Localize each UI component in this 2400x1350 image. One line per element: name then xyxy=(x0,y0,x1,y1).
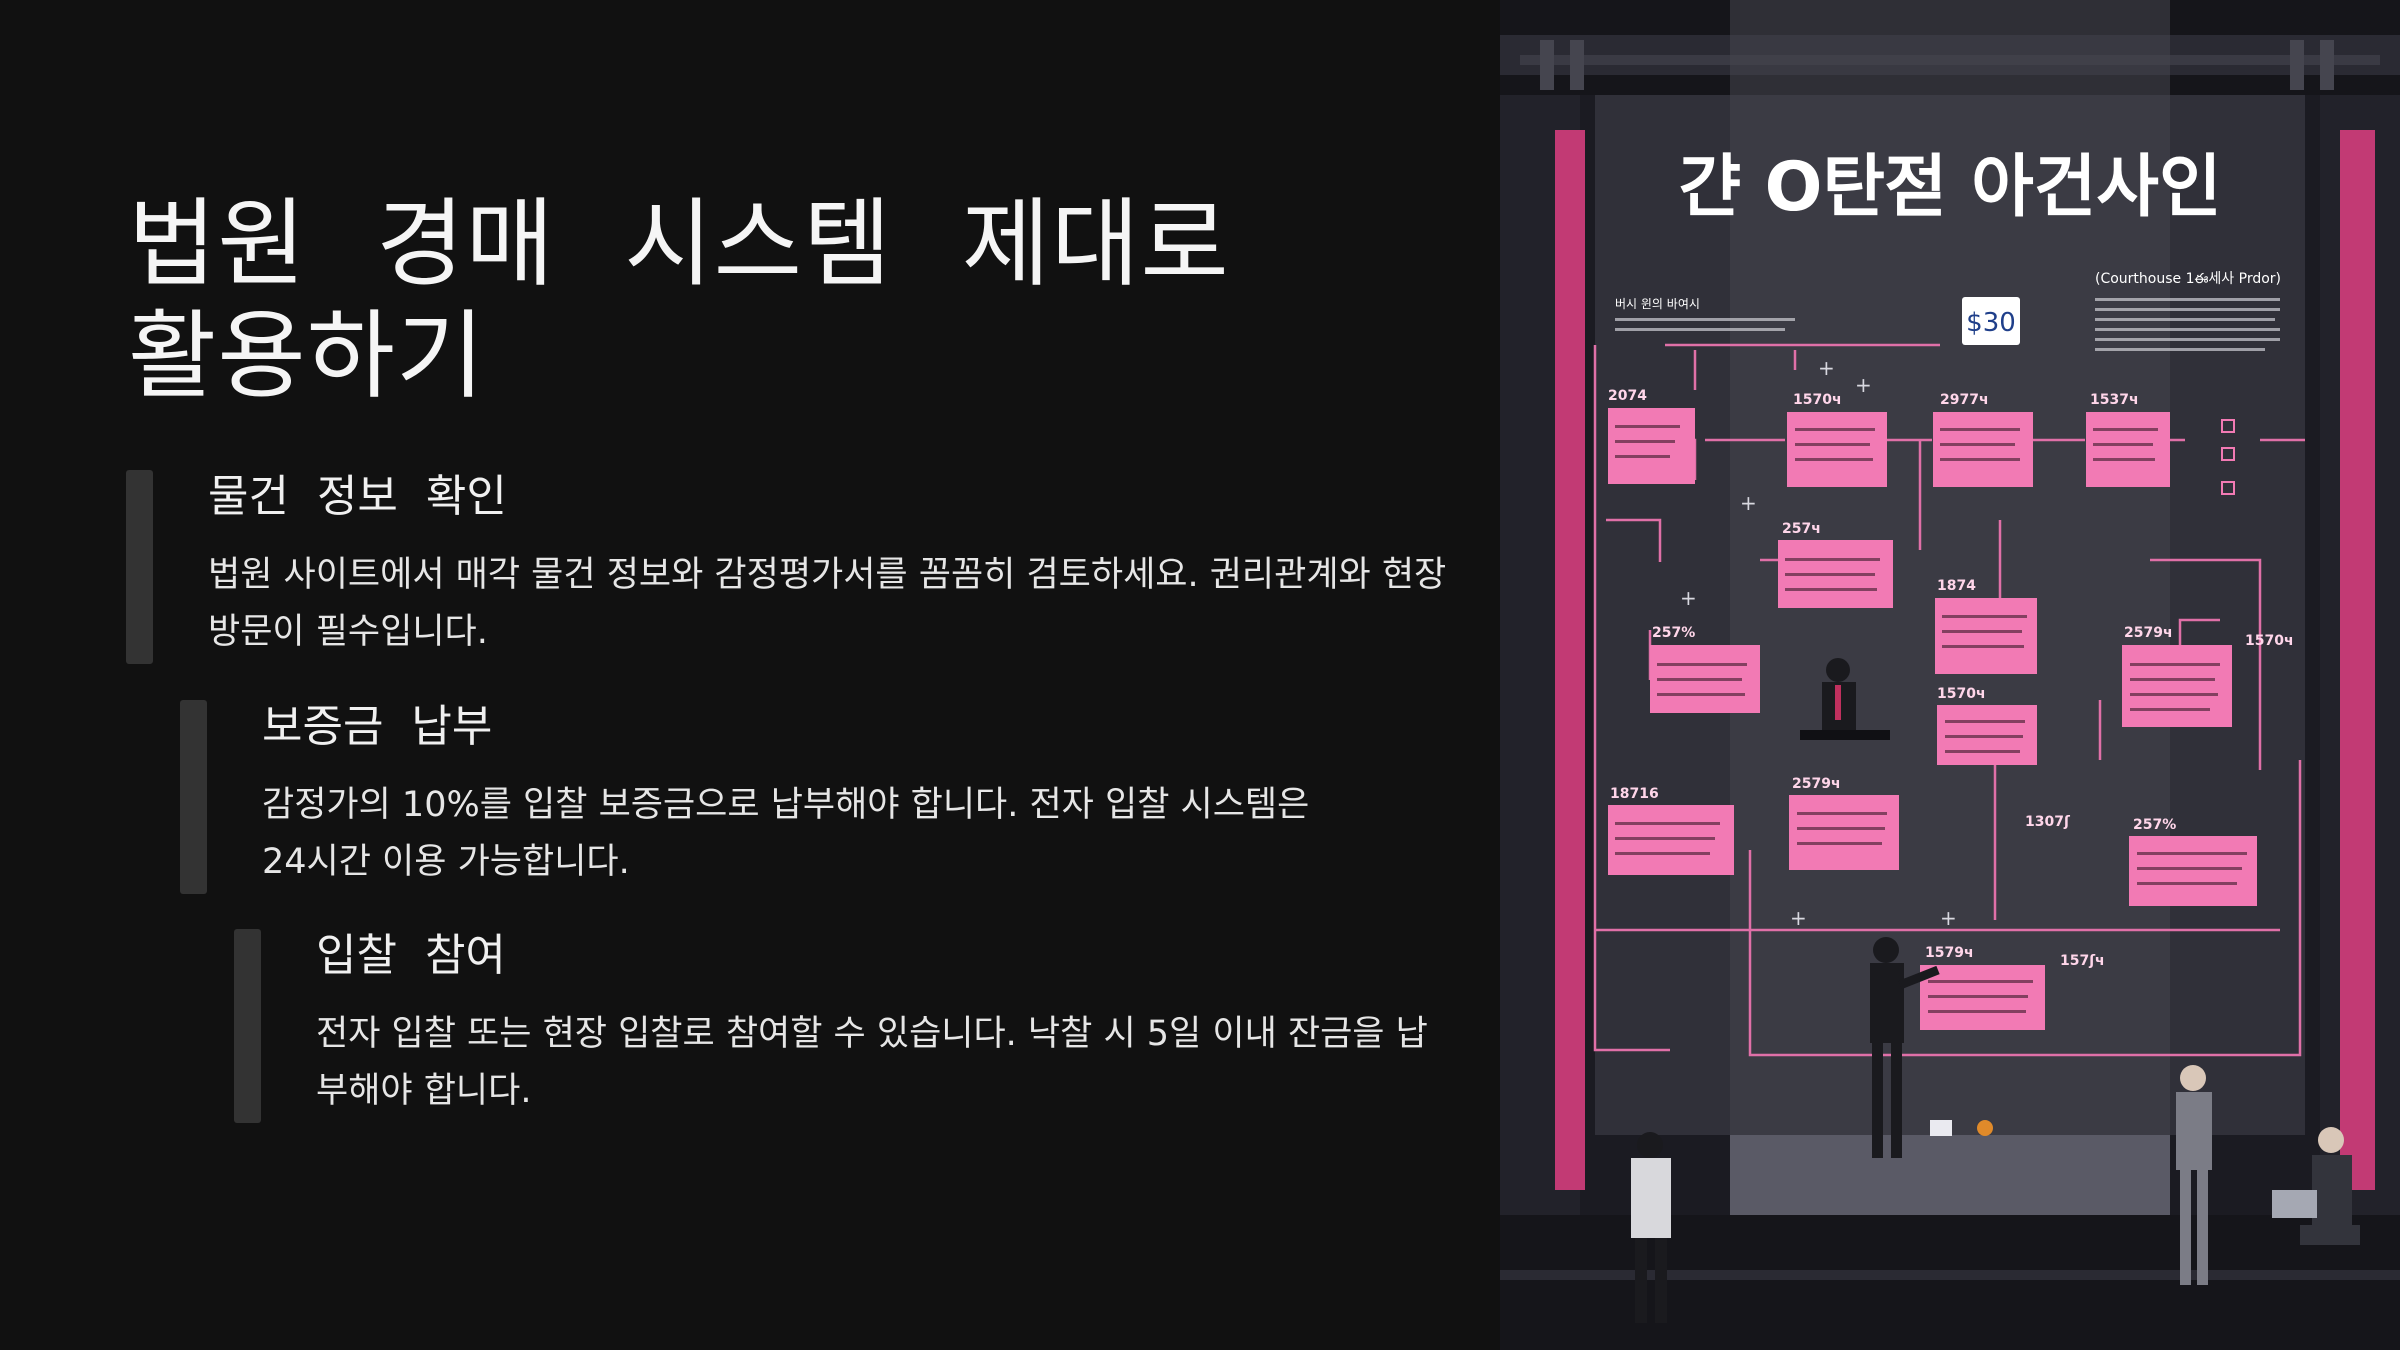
node-label: 2977ч xyxy=(1940,392,1989,408)
node-label: 257ч xyxy=(1782,521,1821,537)
svg-text:+: + xyxy=(1680,586,1697,610)
step-description: 감정가의 10%를 입찰 보증금으로 납부해야 합니다. 전자 입찰 시스템은 … xyxy=(262,785,1310,882)
node-label: 157ʃч xyxy=(2060,953,2105,969)
node-label: 257% xyxy=(2133,817,2176,833)
node-label: 2074 xyxy=(1608,388,1647,404)
svg-text:+: + xyxy=(1940,906,1957,930)
svg-text:+: + xyxy=(1855,373,1872,397)
node-label: 257% xyxy=(1652,625,1695,641)
figures xyxy=(1631,658,2360,1323)
node-label: 1570ч xyxy=(1793,392,1842,408)
poster-left-heading: 버시 윈의 바여시 xyxy=(1615,297,1700,311)
slide-title: 법원 경매 시스템 제대로 활용하기 xyxy=(128,188,1230,412)
poster-title: 갼 O탄젇 아건사인 xyxy=(1678,148,2221,227)
step-title: 입찰 참여 xyxy=(316,930,506,981)
node-label: 2579ч xyxy=(1792,776,1841,792)
svg-text:+: + xyxy=(1790,906,1807,930)
node-label: 1570ч xyxy=(2245,633,2294,649)
poster-subtitle: (Courthouse 1ఈ세사 Prdor) xyxy=(2095,271,2281,287)
node-label: 18716 xyxy=(1610,786,1659,802)
node-label: 2579ч xyxy=(2124,625,2173,641)
node-label: 1537ч xyxy=(2090,392,2139,408)
step-description: 전자 입찰 또는 현장 입찰로 참여할 수 있습니다. 낙찰 시 5일 이내 잔… xyxy=(316,1014,1428,1111)
step-accent-bar xyxy=(126,470,153,664)
step-description: 법원 사이트에서 매각 물건 정보와 감정평가서를 꼼꼼히 검토하세요. 권리관… xyxy=(208,555,1447,652)
node-label: 1579ч xyxy=(1925,945,1974,961)
step-title: 물건 정보 확인 xyxy=(208,471,507,522)
node-label: 1874 xyxy=(1937,578,1976,594)
node-label: 1570ч xyxy=(1937,686,1986,702)
svg-text:+: + xyxy=(1740,491,1757,515)
step-accent-bar xyxy=(180,700,207,894)
price-tag: $30 xyxy=(1966,308,2016,338)
node-label: 1307ʃ xyxy=(2025,814,2071,830)
svg-text:+: + xyxy=(1818,356,1835,380)
step-accent-bar xyxy=(234,929,261,1123)
step-title: 보증금 납부 xyxy=(262,701,493,752)
illustration-panel: 갼 O탄젇 아건사인 (Courthouse 1ఈ세사 Prdor) 버시 윈의… xyxy=(1500,0,2400,1350)
courthouse-auction-illustration: 갼 O탄젇 아건사인 (Courthouse 1ఈ세사 Prdor) 버시 윈의… xyxy=(1500,0,2400,1350)
content-panel: 법원 경매 시스템 제대로 활용하기 물건 정보 확인 법원 사이트에서 매각 … xyxy=(126,188,1447,1123)
